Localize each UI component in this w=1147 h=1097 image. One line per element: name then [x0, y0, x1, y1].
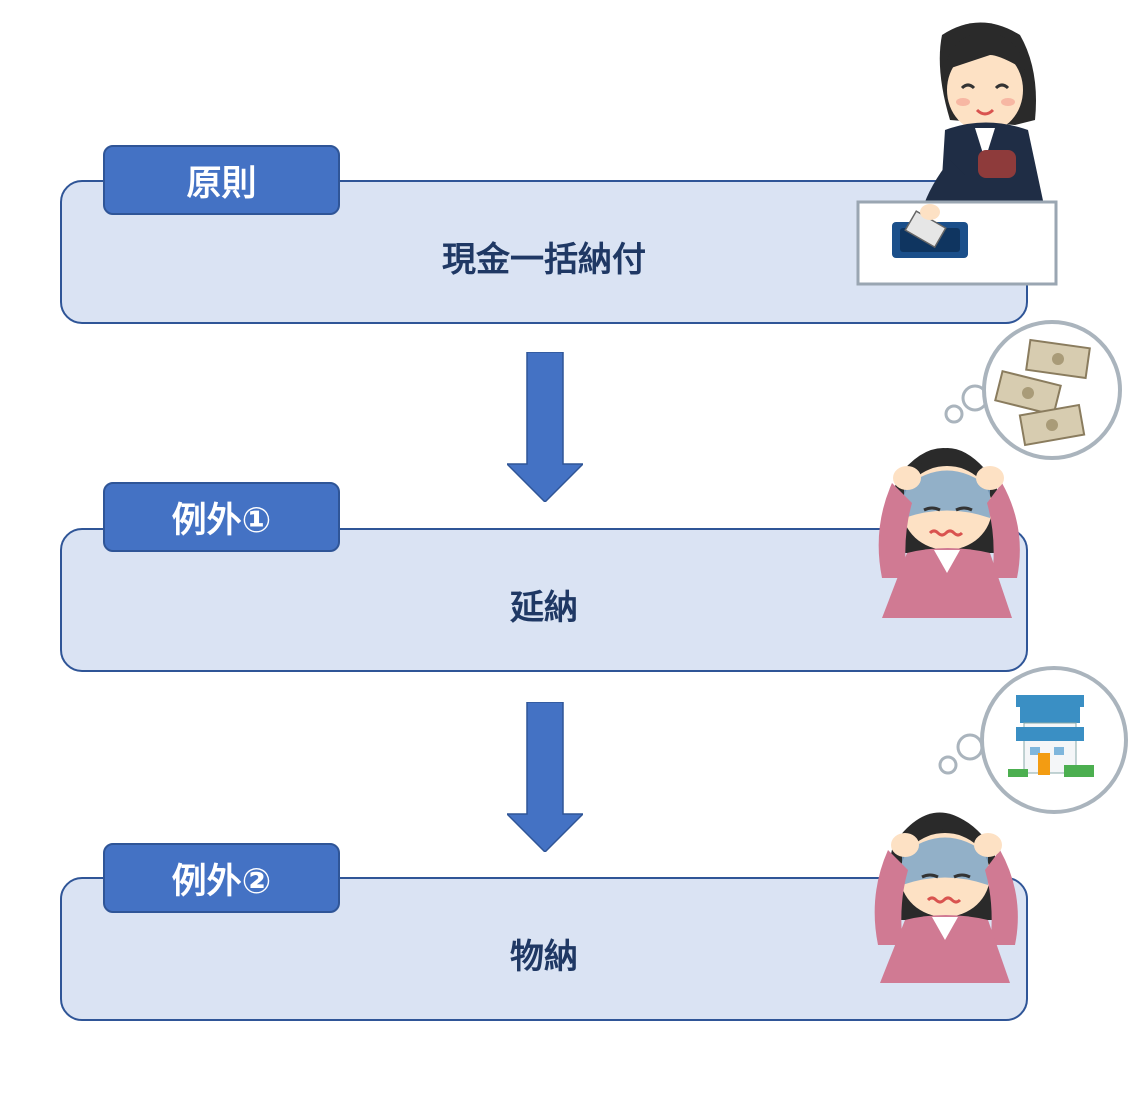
step-tag-exception-2: 例外② [103, 843, 340, 913]
woman-paying-cash-icon [856, 22, 1058, 286]
down-arrow-icon [507, 352, 583, 502]
step-tag-exception-1: 例外① [103, 482, 340, 552]
step-label-exception-1: 延納 [510, 587, 578, 628]
step-label-principle: 現金一括納付 [442, 239, 646, 280]
step-tag-principle: 原則 [103, 145, 340, 215]
step-box-exception-1: 延納 [60, 528, 1028, 672]
worried-woman-thinking-house-icon [874, 666, 1128, 983]
down-arrow-icon [507, 702, 583, 852]
step-label-exception-2: 物納 [510, 936, 578, 977]
worried-woman-thinking-money-icon [878, 320, 1122, 618]
